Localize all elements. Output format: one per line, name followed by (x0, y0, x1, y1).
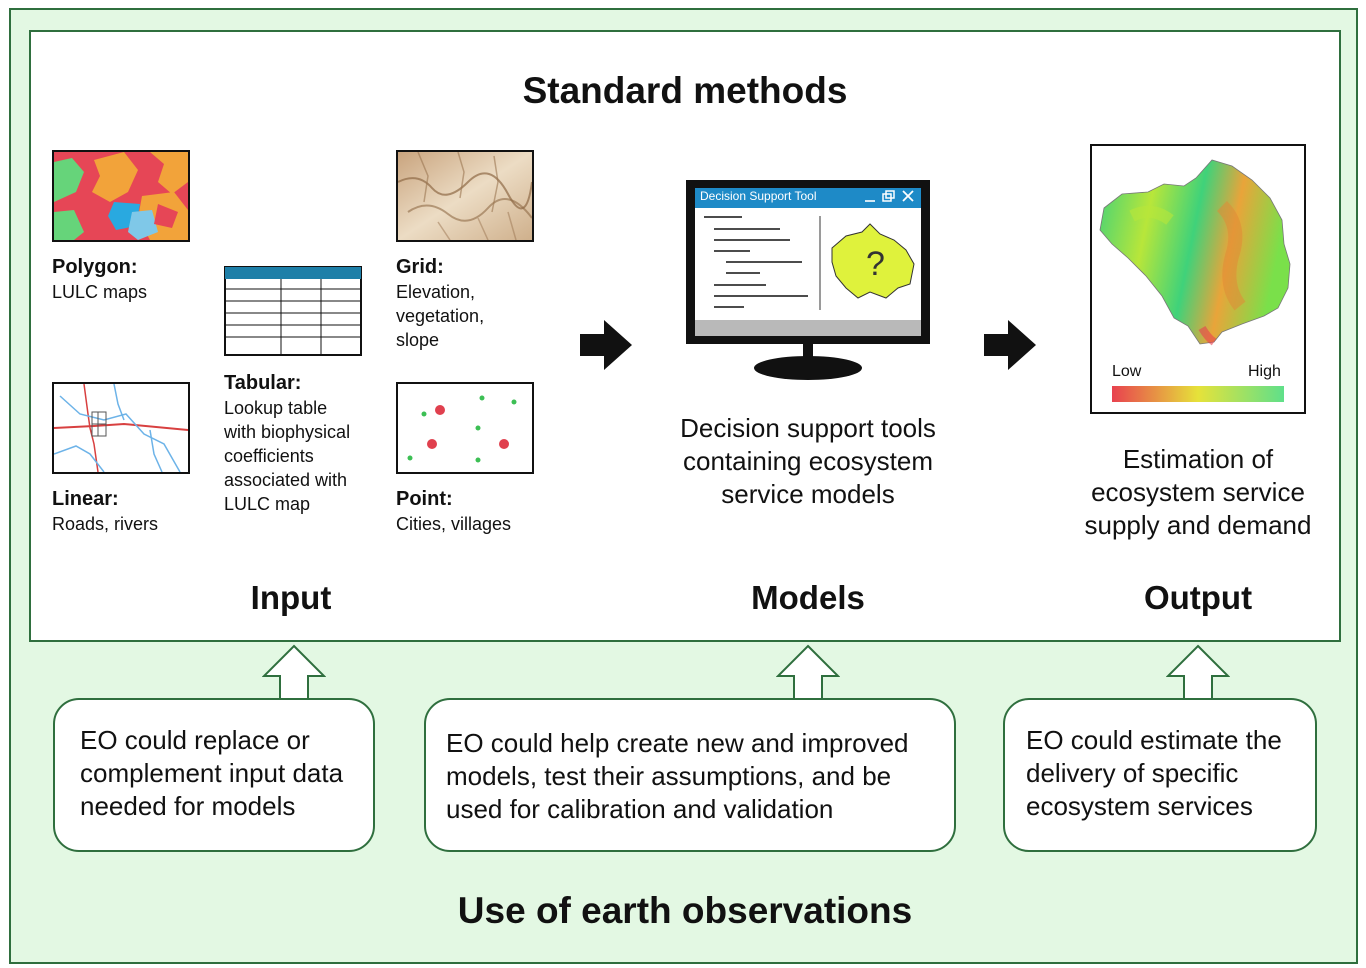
question-mark: ? (866, 245, 885, 283)
eo-output-box: EO could estimate the delivery of specif… (1003, 698, 1317, 852)
section-title-input: Input (250, 579, 332, 616)
grid-desc: Elevation, vegetation, slope (396, 282, 485, 350)
section-title-models: Models (751, 579, 865, 616)
polygon-desc: LULC maps (52, 282, 148, 302)
point-desc: Cities, villages (396, 514, 512, 534)
footer-title: Use of earth observations (457, 890, 913, 931)
output-map-frame (1090, 144, 1306, 414)
linear-map-icon (52, 382, 190, 474)
polygon-map-icon (52, 150, 190, 242)
linear-label: Linear: (52, 488, 119, 510)
polygon-label: Polygon: (52, 256, 138, 278)
linear-desc: Roads, rivers (52, 514, 159, 534)
monitor-icon (686, 180, 932, 387)
page-title: Standard methods (522, 70, 848, 111)
legend-low-label: Low (1112, 363, 1142, 380)
window-controls[interactable] (862, 188, 920, 204)
tabular-desc: Lookup table with biophysical coefficien… (224, 398, 351, 514)
window-controls-icon (865, 190, 914, 202)
right-arrow-icon (580, 320, 634, 375)
eo-input-box: EO could replace or complement input dat… (53, 698, 375, 852)
table-icon (224, 266, 364, 363)
grid-label: Grid: (396, 256, 444, 278)
output-caption: Estimation of ecosystem service supply a… (1084, 444, 1312, 540)
point-map-icon (396, 382, 534, 474)
eo-models-box: EO could help create new and improved mo… (424, 698, 956, 852)
legend-high-label: High (1248, 363, 1281, 380)
point-label: Point: (396, 488, 453, 510)
section-title-output: Output (1143, 579, 1253, 616)
tabular-label: Tabular: (224, 372, 302, 394)
elevation-grid-icon (396, 150, 534, 242)
models-caption: Decision support tools containing ecosys… (680, 413, 936, 509)
right-arrow-icon (984, 320, 1038, 375)
window-title: Decision Support Tool (700, 189, 817, 203)
